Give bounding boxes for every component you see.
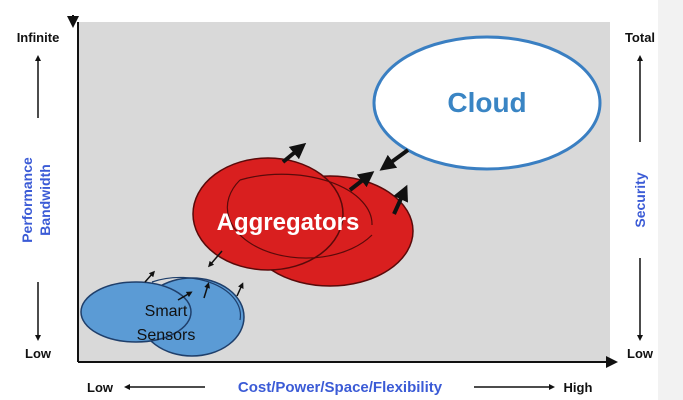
right-edge-strip bbox=[658, 0, 683, 400]
sensors-label-line1: Smart bbox=[145, 303, 188, 320]
arrow-sensors-up-left bbox=[144, 270, 155, 283]
cloud-node bbox=[372, 35, 602, 171]
arrow-sensors-up-mid bbox=[177, 291, 193, 301]
aggregators-overlap-curve bbox=[239, 173, 373, 226]
y-axis-bottom-label: Low bbox=[25, 346, 52, 361]
aggregators-label: Aggregators bbox=[217, 209, 360, 236]
arrow-sensors-up-center bbox=[203, 282, 210, 299]
right-axis-top-label: Total bbox=[625, 30, 655, 45]
x-axis-title: Cost/Power/Space/Flexibility bbox=[238, 379, 443, 396]
y-axis-title-line2: Bandwidth bbox=[37, 164, 53, 236]
sensors-node-front bbox=[80, 281, 192, 343]
architecture-diagram: Infinite Low Performance Bandwidth Total… bbox=[17, 15, 655, 396]
arrow-aggregators-up-right bbox=[392, 184, 408, 215]
x-axis-right-label: High bbox=[564, 380, 593, 395]
aggregators-overlap-curve-lower bbox=[226, 179, 373, 259]
arrow-aggregators-to-cloud bbox=[348, 171, 375, 192]
right-axis-title: Security bbox=[632, 172, 648, 227]
y-axis-title-line1: Performance bbox=[19, 157, 35, 243]
arrow-aggregators-up-left bbox=[281, 142, 307, 164]
arrow-cloud-to-aggregators bbox=[379, 148, 410, 171]
x-axis-left-label: Low bbox=[87, 380, 114, 395]
aggregators-node-mid bbox=[192, 157, 344, 271]
sensors-label-line2: Sensors bbox=[137, 327, 196, 344]
sensors-overlap-curve bbox=[151, 276, 242, 321]
arrow-sensors-up-right bbox=[236, 282, 244, 297]
cloud-label: Cloud bbox=[447, 87, 526, 118]
right-axis-bottom-label: Low bbox=[627, 346, 654, 361]
y-axis-top-label: Infinite bbox=[17, 30, 60, 45]
arrow-aggregators-to-sensors bbox=[208, 250, 223, 268]
